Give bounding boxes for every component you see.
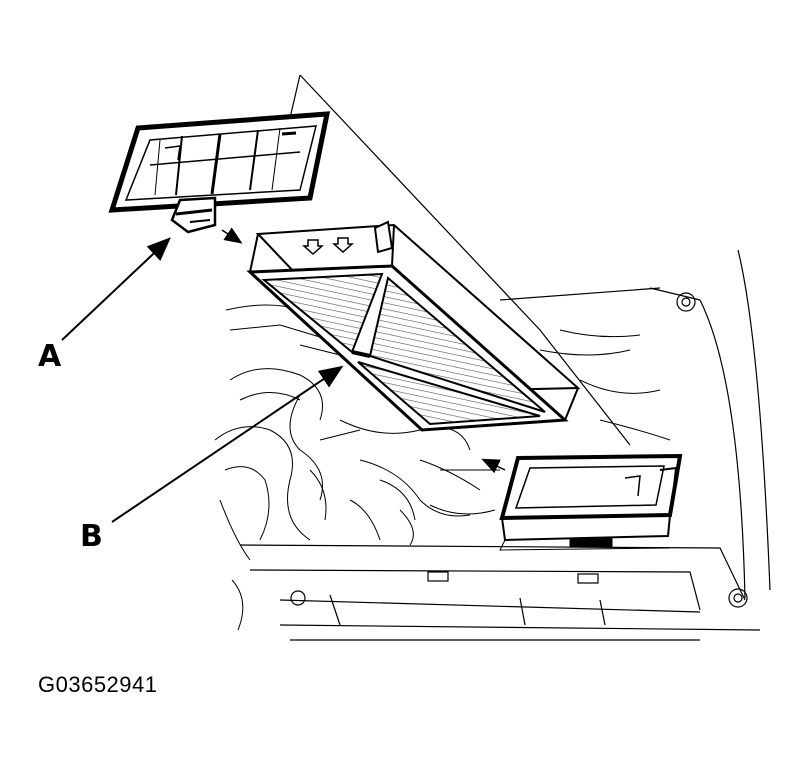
figure-id: G03652941 [38, 672, 158, 697]
cabin-air-filter [246, 220, 581, 432]
callout-label-b: B [80, 519, 103, 554]
callout-label-a: A [38, 339, 62, 374]
leader-line-a [61, 237, 171, 341]
dashboard-outline [239, 74, 771, 641]
ducting-lines [214, 304, 671, 631]
removal-direction-arrows [221, 227, 506, 474]
filter-housing [499, 453, 683, 551]
leader-line-b [111, 365, 344, 523]
leader-lines [61, 237, 344, 523]
filter-cover-lid [108, 111, 331, 234]
